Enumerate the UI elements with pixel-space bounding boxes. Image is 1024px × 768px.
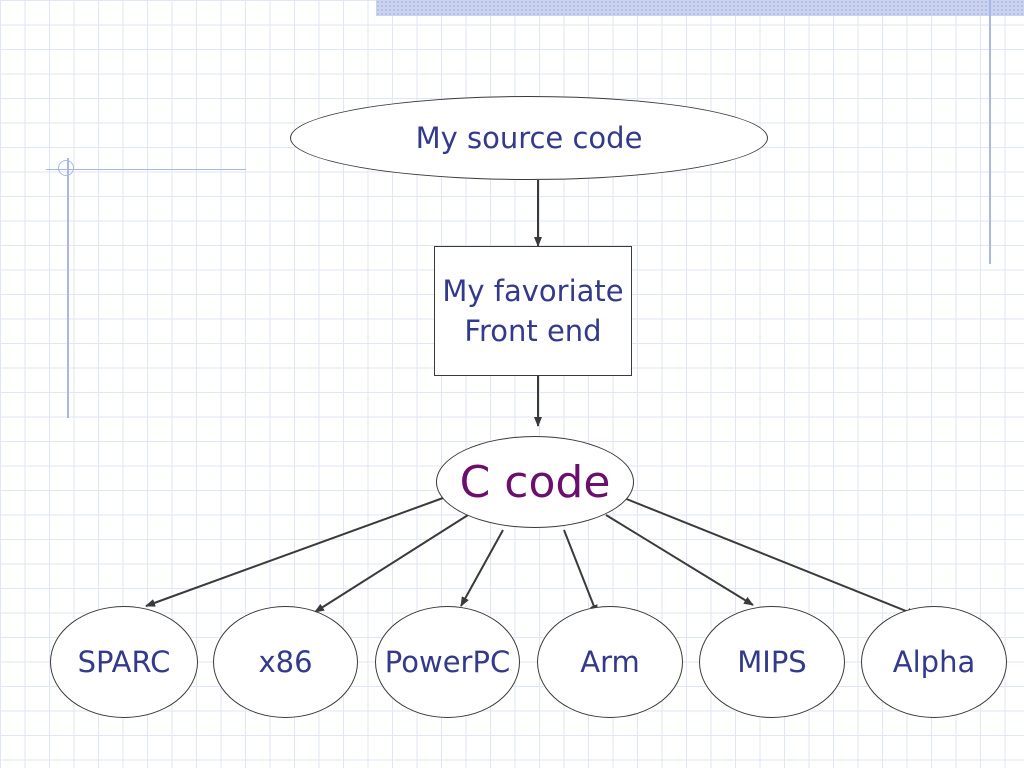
front-end-node: My favoriate Front end	[434, 246, 632, 376]
c-code-node: C code	[436, 436, 634, 528]
left-decor-rule-horizontal	[46, 169, 246, 170]
top-decor-band	[376, 0, 1024, 16]
left-decor-rule-vertical	[67, 158, 69, 418]
source-code-node: My source code	[290, 96, 768, 180]
left-decor-ring	[58, 160, 74, 176]
edge-c-to-powerpc	[460, 529, 504, 607]
target-label-mips: MIPS	[737, 645, 807, 679]
target-node-x86: x86	[213, 606, 358, 718]
target-node-powerpc: PowerPC	[375, 606, 520, 718]
target-label-x86: x86	[258, 645, 313, 679]
front-end-label-line-1: My favoriate	[442, 274, 624, 308]
target-label-sparc: SPARC	[77, 645, 171, 679]
target-label-powerpc: PowerPC	[384, 645, 511, 679]
target-label-alpha: Alpha	[892, 645, 976, 679]
edge-c-to-arm	[563, 529, 598, 615]
edge-c-to-x86	[314, 514, 469, 613]
edge-c-to-alpha	[623, 497, 917, 616]
target-node-alpha: Alpha	[861, 606, 1007, 718]
target-label-arm: Arm	[580, 645, 640, 679]
target-node-arm: Arm	[537, 606, 683, 718]
target-node-mips: MIPS	[699, 606, 845, 718]
source-code-label: My source code	[415, 121, 643, 155]
edge-c-to-sparc	[145, 497, 444, 607]
edge-c-to-mips	[605, 514, 754, 606]
front-end-label-line-2: Front end	[464, 314, 602, 348]
c-code-label: C code	[459, 456, 611, 508]
right-decor-rule	[989, 0, 991, 264]
target-node-sparc: SPARC	[50, 606, 198, 718]
